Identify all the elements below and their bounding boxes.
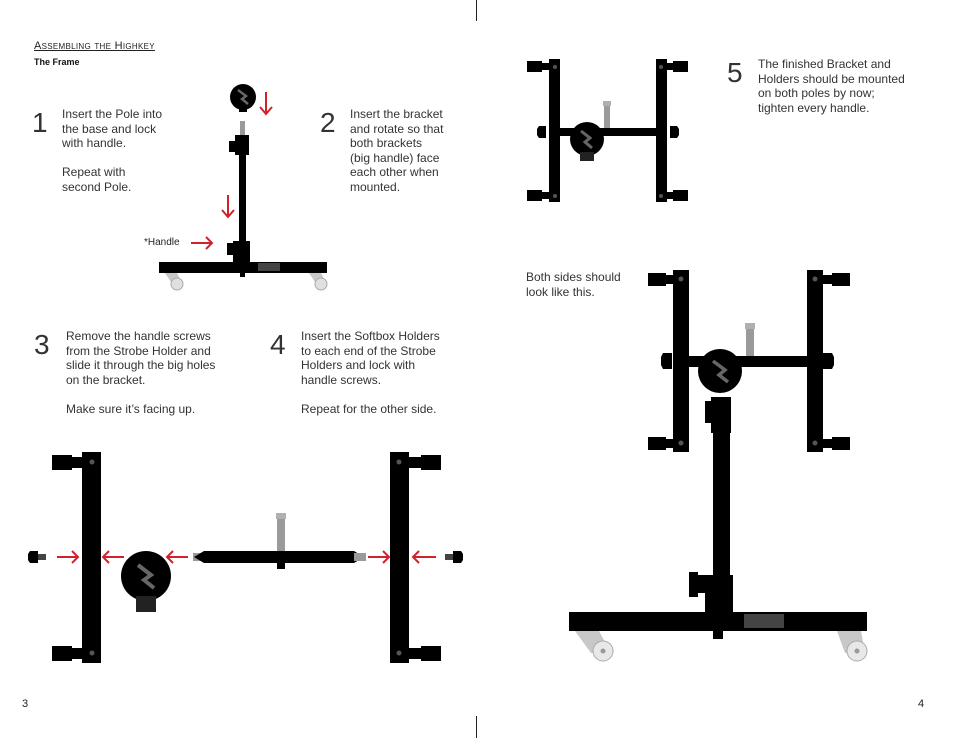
step-1-text: Insert the Pole into the base and lock w… (62, 107, 162, 194)
step-2-line: each other when (350, 165, 439, 179)
step-5-line: on both poles by now; (758, 86, 875, 100)
step-1-line: Insert the Pole into (62, 107, 163, 121)
arrow-left-1 (101, 550, 124, 564)
step-2-line: and rotate so that (350, 121, 444, 136)
step-1-line: with handle. (62, 136, 127, 150)
step-4-number: 4 (270, 329, 286, 360)
disc-stem (239, 108, 247, 112)
step-3-line: on the bracket. (66, 372, 146, 387)
step-5-line: Holders should be mounted (758, 71, 905, 86)
arrow-down-top (259, 92, 273, 116)
note-line: look like this. (526, 284, 595, 299)
figure-assembled-stand (569, 270, 868, 662)
page-number-right: 4 (918, 698, 925, 710)
handle-label: *Handle (144, 237, 180, 248)
step-3-line: Remove the handle screws (66, 329, 211, 343)
wheel-left (170, 277, 184, 291)
step-3-line: slide it through the big holes (66, 358, 216, 372)
step-1-number: 1 (32, 107, 48, 138)
step-2-line: Insert the bracket (350, 107, 443, 121)
step-5-number: 5 (727, 57, 743, 88)
pole (239, 150, 246, 262)
step-2-line: (big handle) face (350, 150, 440, 165)
step-3-number: 3 (34, 329, 50, 360)
arrow-left-screw-right (411, 550, 436, 564)
wheel-right (314, 277, 328, 291)
section-heading: Assembling the Highkey (34, 40, 155, 52)
step-4-line: Holders and lock with (301, 358, 416, 372)
both-sides-note: Both sides should look like this. (526, 270, 621, 299)
step-1-line: second Pole. (62, 179, 132, 194)
arrow-right-handle (191, 236, 214, 250)
arrow-right-screw-left (57, 550, 80, 564)
step-4-line: Repeat for the other side. (301, 401, 437, 416)
step-5-line: The finished Bracket and (758, 57, 891, 71)
spine-mark-top (476, 0, 477, 21)
note-line: Both sides should (526, 270, 621, 284)
top-bracket-knob (229, 141, 236, 152)
step-2-text: Insert the bracket and rotate so that bo… (350, 107, 443, 194)
base-handle (233, 241, 250, 262)
step-1-line: the base and lock (62, 121, 157, 136)
step-3-line: Make sure it’s facing up. (66, 401, 196, 416)
step-3-line: from the Strobe Holder and (66, 343, 211, 358)
base-label (258, 263, 280, 271)
step-5-text: The finished Bracket and Holders should … (758, 57, 905, 115)
arrow-left-2 (165, 550, 188, 564)
base-bar (159, 262, 327, 273)
step-3-text: Remove the handle screws from the Strobe… (66, 329, 215, 416)
spigot (240, 121, 245, 135)
step-5-line: tighten every handle. (758, 100, 870, 115)
section-subheading: The Frame (34, 57, 80, 67)
step-4-line: Insert the Softbox Holders (301, 329, 440, 343)
step-2-line: mounted. (350, 179, 401, 194)
figure-h-frame-small (527, 59, 688, 202)
base-stub (240, 273, 245, 277)
base-handle-knob (227, 243, 234, 255)
step-4-line: handle screws. (301, 372, 382, 387)
figure-exploded-bracket (28, 452, 463, 663)
step-4-text: Insert the Softbox Holders to each end o… (301, 329, 440, 416)
step-4-line: to each end of the Strobe (301, 343, 436, 358)
page-number-left: 3 (22, 698, 29, 710)
step-2-line: both brackets (350, 136, 423, 150)
step-1-line: Repeat with (62, 165, 126, 179)
spine-mark-bottom (476, 716, 477, 738)
arrow-down-pole (221, 195, 235, 219)
step-2-number: 2 (320, 107, 336, 138)
strobe-logo (237, 89, 249, 105)
arrow-right-3 (368, 550, 391, 564)
